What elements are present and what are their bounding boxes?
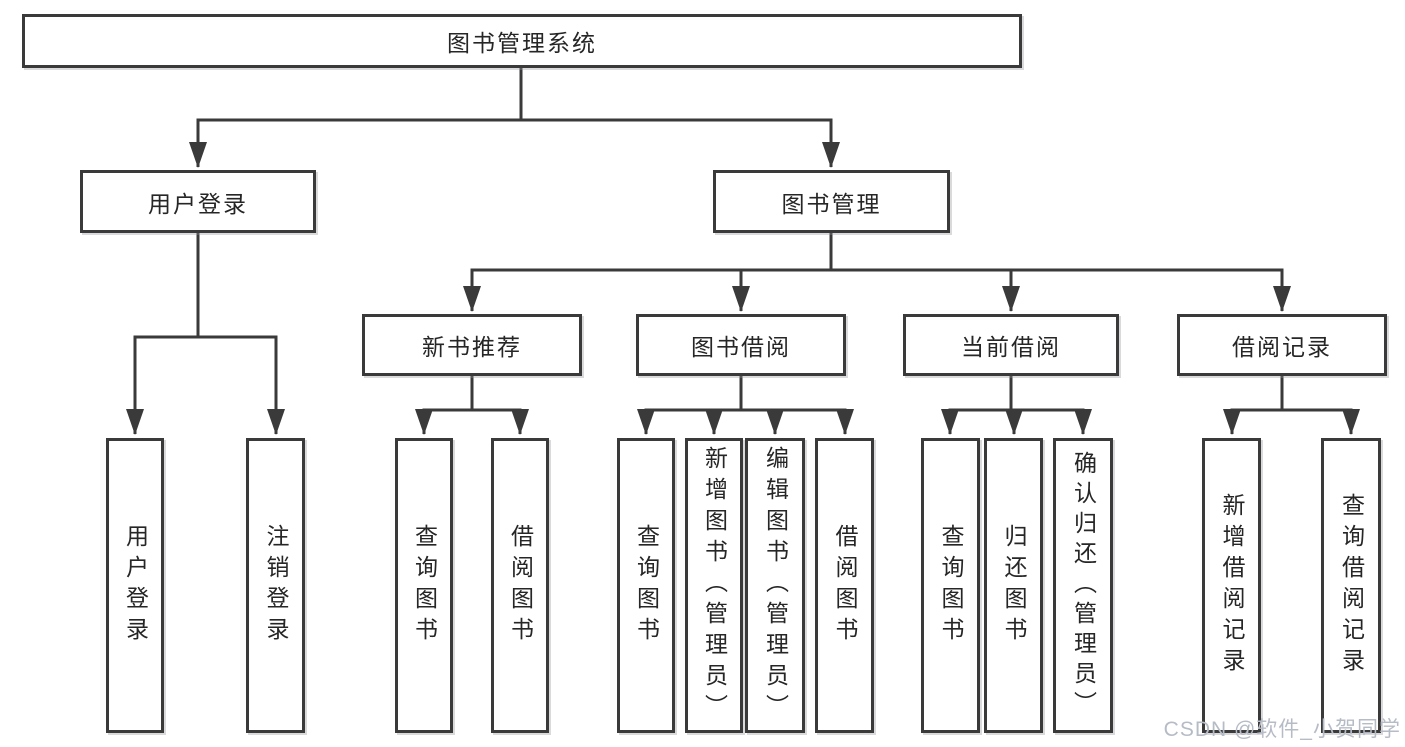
leaf-return-books: 归还图书 — [984, 438, 1043, 733]
node-label: 图书借阅 — [691, 334, 791, 360]
leaf-label: 查询借阅记录 — [1338, 492, 1365, 679]
node-label: 新书推荐 — [422, 334, 522, 360]
node-library-management-system: 图书管理系统 — [22, 14, 1022, 68]
leaf-label: 用户登录 — [122, 523, 149, 648]
node-label: 用户登录 — [148, 190, 248, 217]
leaf-label: 归还图书 — [1001, 523, 1027, 648]
node-label: 当前借阅 — [961, 334, 1061, 360]
node-current-borrowing: 当前借阅 — [903, 314, 1119, 376]
leaf-label: 新增借阅记录 — [1219, 492, 1245, 679]
leaf-query-books-borrowing: 查询图书 — [617, 438, 675, 733]
leaf-confirm-return-admin: 确认归还（管理员） — [1053, 438, 1113, 733]
node-book-management: 图书管理 — [713, 170, 950, 233]
node-borrowing-records: 借阅记录 — [1177, 314, 1387, 376]
node-label: 图书管理系统 — [447, 30, 597, 56]
leaf-borrow-books-recommend: 借阅图书 — [491, 438, 549, 733]
leaf-query-borrow-record: 查询借阅记录 — [1321, 438, 1381, 733]
csdn-watermark: CSDN @软件_小贺同学 — [1163, 718, 1401, 741]
connector-group — [126, 66, 1360, 435]
leaf-label: 借阅图书 — [507, 523, 534, 648]
leaf-add-borrow-record: 新增借阅记录 — [1202, 438, 1261, 733]
node-new-book-recommend: 新书推荐 — [362, 314, 582, 376]
leaf-edit-books-admin: 编辑图书（管理员） — [745, 438, 805, 733]
leaf-query-books-recommend: 查询图书 — [395, 438, 453, 733]
leaf-label: 借阅图书 — [832, 523, 858, 648]
leaf-label: 编辑图书（管理员） — [762, 446, 789, 725]
node-user-login: 用户登录 — [80, 170, 316, 233]
leaf-user-login: 用户登录 — [106, 438, 164, 733]
leaf-label: 确认归还（管理员） — [1070, 450, 1097, 721]
leaf-label: 查询图书 — [633, 523, 660, 648]
node-book-borrowing: 图书借阅 — [636, 314, 846, 376]
leaf-query-books-current: 查询图书 — [921, 438, 980, 733]
node-label: 借阅记录 — [1232, 334, 1332, 360]
leaf-borrow-books-borrowing: 借阅图书 — [815, 438, 874, 733]
leaf-label: 注销登录 — [263, 523, 289, 648]
leaf-label: 查询图书 — [938, 523, 964, 648]
leaf-label: 新增图书（管理员） — [701, 446, 728, 725]
leaf-add-books-admin: 新增图书（管理员） — [685, 438, 743, 733]
leaf-logout: 注销登录 — [246, 438, 305, 733]
leaf-label: 查询图书 — [411, 523, 438, 648]
node-label: 图书管理 — [781, 190, 882, 217]
